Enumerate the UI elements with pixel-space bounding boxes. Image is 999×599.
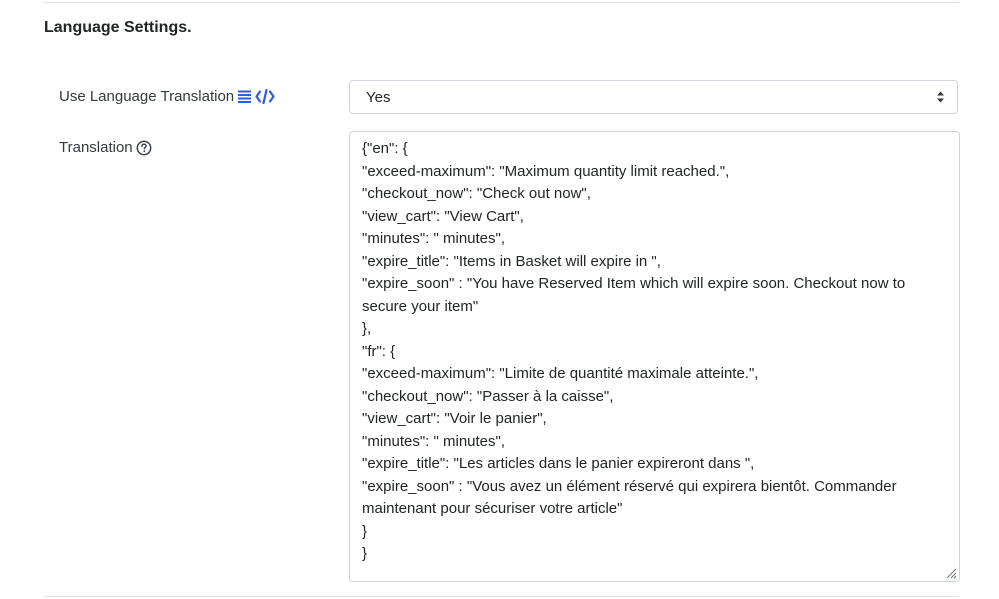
translation-textarea[interactable]: {"en": { "exceed-maximum": "Maximum quan… [349,131,960,582]
translation-label: Translation [59,139,133,156]
select-arrows-icon [936,90,945,104]
translation-label-row: Translation [59,139,152,156]
use-translation-select[interactable]: Yes [349,80,958,114]
use-translation-label: Use Language Translation [59,88,235,105]
help-circle-icon[interactable] [136,140,152,156]
list-icon[interactable] [237,89,252,104]
use-translation-selected-value: Yes [366,88,391,106]
resize-handle-icon[interactable] [945,567,957,579]
use-translation-label-row: Use Language Translation [59,88,275,105]
code-icon[interactable] [255,89,275,104]
section-title: Language Settings. [44,19,192,36]
bottom-divider [44,596,959,597]
top-divider [44,2,959,3]
